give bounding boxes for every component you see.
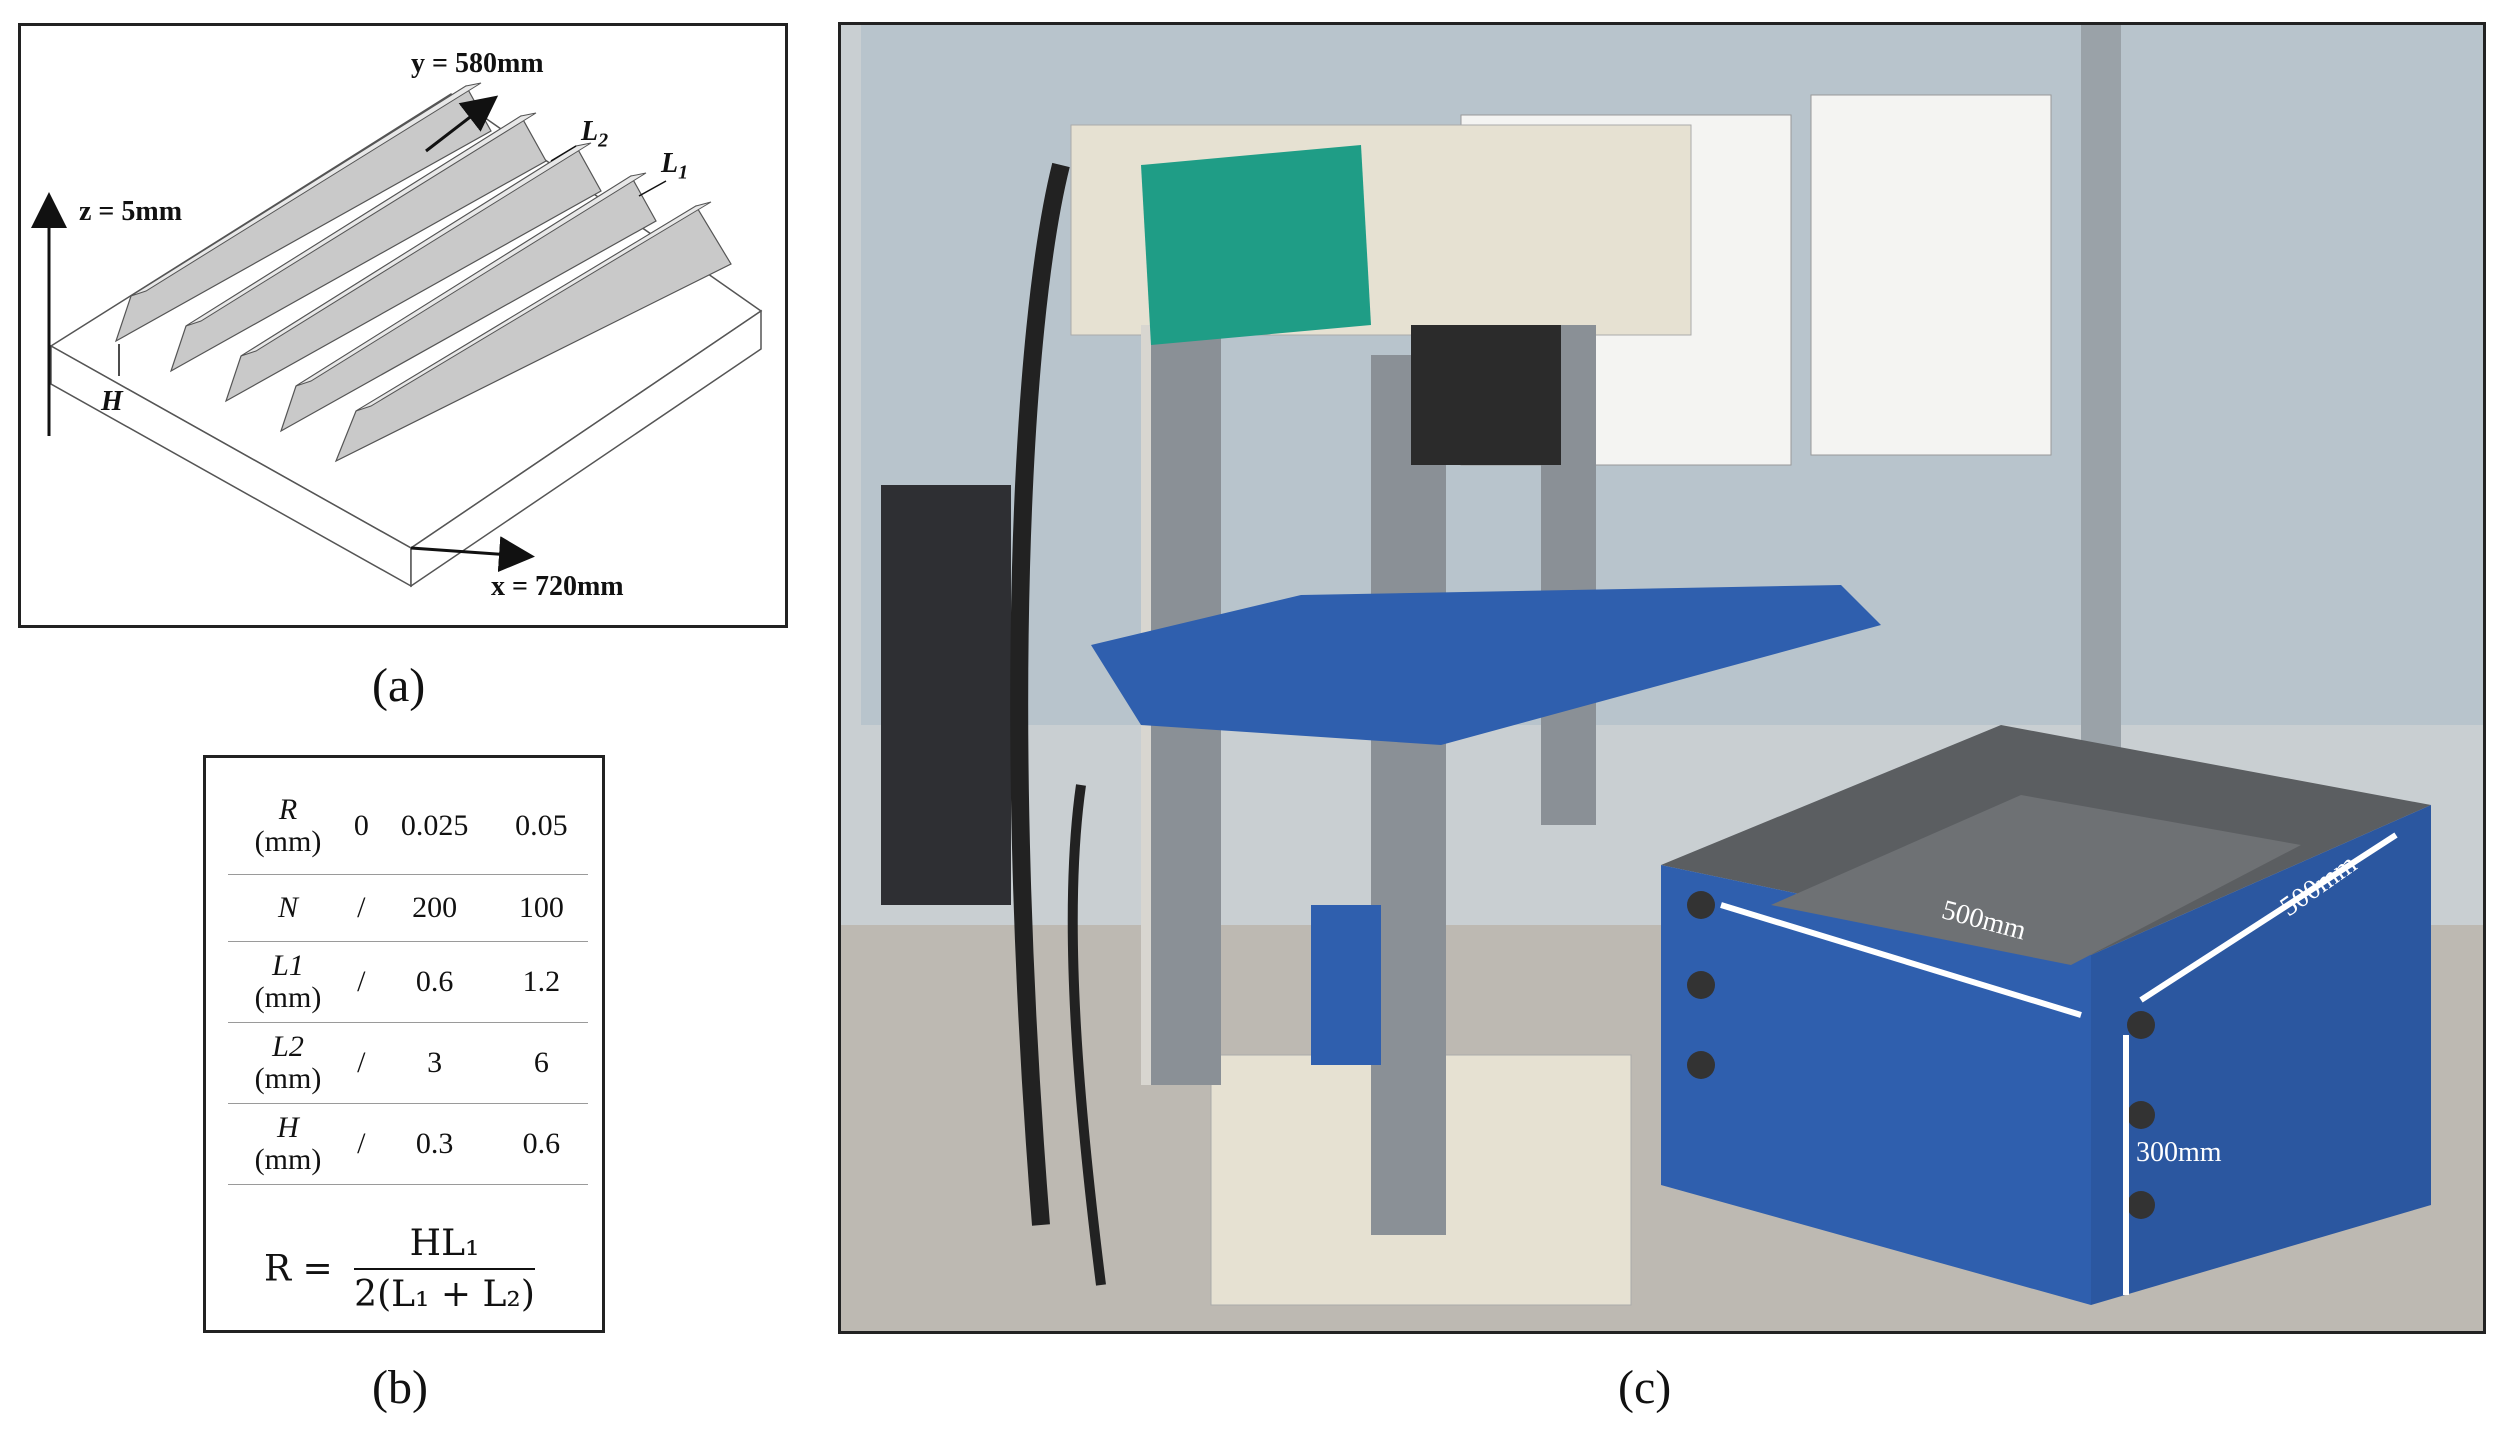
shear-test-machine-illustration bbox=[841, 25, 2483, 1331]
length-dimension-arrow bbox=[1720, 902, 2082, 1018]
table-row: R(mm) 0 0.025 0.05 bbox=[228, 778, 588, 875]
caption-c: (c) bbox=[1618, 1361, 1672, 1414]
panel-b-parameter-table: R(mm) 0 0.025 0.05 N / 200 100 L1(mm) / … bbox=[203, 755, 605, 1333]
panel-a-frame: y = 580mm z = 5mm x = 720mm H L2 L1 bbox=[18, 23, 788, 628]
y-axis-label: y = 580mm bbox=[411, 48, 544, 79]
parameter-table: R(mm) 0 0.025 0.05 N / 200 100 L1(mm) / … bbox=[228, 778, 588, 1185]
grooved-specimen-diagram bbox=[31, 82, 763, 588]
slab-side bbox=[410, 309, 762, 588]
table-row: H(mm) / 0.3 0.6 bbox=[228, 1103, 588, 1185]
x-axis-label: x = 720mm bbox=[491, 571, 624, 602]
h-label: H bbox=[101, 386, 123, 417]
l2-dimension-line bbox=[550, 145, 577, 162]
roughness-formula: R = HL₁ 2(L₁ + L₂) bbox=[264, 1223, 535, 1315]
table-row: L1(mm) / 0.6 1.2 bbox=[228, 941, 588, 1023]
x-axis-arrow bbox=[410, 536, 535, 573]
y-axis-arrow bbox=[425, 95, 499, 153]
dim-height-label: 300mm bbox=[2136, 1137, 2222, 1168]
groove-ridges bbox=[114, 82, 732, 463]
l1-dimension-line bbox=[638, 180, 667, 197]
z-axis-label: z = 5mm bbox=[79, 196, 183, 227]
panel-c-test-rig-photo: 500mm 500mm 300mm bbox=[838, 22, 2486, 1334]
caption-b: (b) bbox=[372, 1361, 428, 1414]
table-row: L2(mm) / 3 6 bbox=[228, 1022, 588, 1104]
caption-a: (a) bbox=[372, 659, 426, 712]
l1-label: L1 bbox=[661, 148, 689, 184]
table-row: N / 200 100 bbox=[228, 874, 588, 942]
width-dimension-arrow bbox=[2139, 832, 2398, 1003]
l2-label: L2 bbox=[581, 116, 609, 152]
